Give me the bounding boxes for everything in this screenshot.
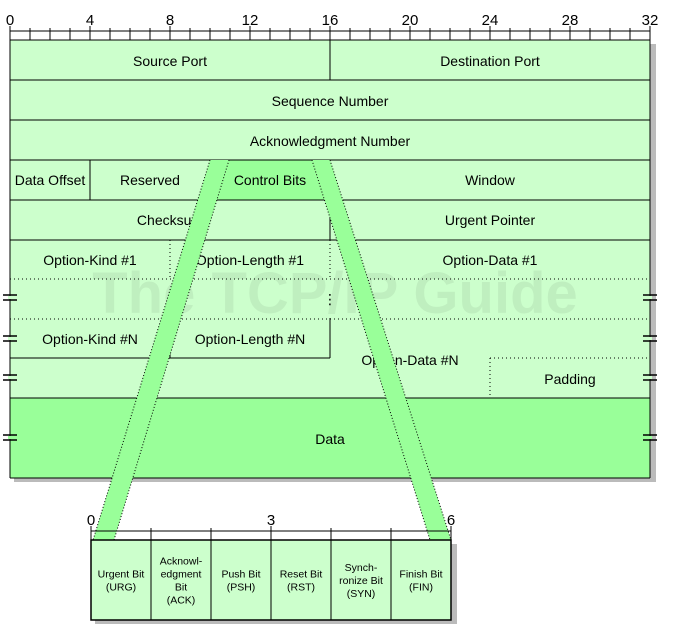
- control-ruler-label: 3: [267, 512, 275, 529]
- option-kind-n-label: Option-Kind #N: [42, 331, 138, 347]
- source-port-label: Source Port: [133, 53, 207, 69]
- control-bit-text: edgment: [161, 569, 202, 581]
- control-bits-highlight: [210, 160, 330, 200]
- control-bit-cell: Synch-ronize Bit(SYN): [339, 562, 383, 600]
- control-bit-cell: Urgent Bit(URG): [98, 569, 145, 594]
- data-offset-label: Data Offset: [15, 172, 86, 188]
- ruler-tick-label: 28: [562, 12, 579, 29]
- control-bit-text: Push Bit: [221, 569, 260, 581]
- acknowledgment-number-label: Acknowledgment Number: [250, 133, 411, 149]
- dotted-lines: [10, 240, 650, 398]
- ruler-tick-label: 16: [322, 12, 339, 29]
- projection-right-band: [312, 160, 451, 540]
- control-bit-cell: Reset Bit(RST): [280, 569, 323, 594]
- control-bit-ruler: 0 3 6: [87, 512, 455, 540]
- control-bit-text: (ACK): [167, 595, 196, 607]
- option-length-n-label: Option-Length #N: [195, 331, 306, 347]
- control-bits-label: Control Bits: [234, 172, 306, 188]
- control-bit-text: (FIN): [409, 582, 433, 594]
- projection-lines: [92, 159, 452, 541]
- control-ruler-label: 6: [447, 512, 455, 529]
- destination-port-label: Destination Port: [440, 53, 540, 69]
- control-bit-text: Synch-: [345, 562, 378, 574]
- control-bit-text: (RST): [287, 582, 315, 594]
- ruler-tick-label: 0: [6, 12, 14, 29]
- ruler-tick-label: 20: [402, 12, 419, 29]
- control-bit-text: (SYN): [347, 588, 376, 600]
- bit-ruler: 0 4 8 12 16 20 24 28 32: [6, 12, 659, 40]
- break-gaps: [8, 296, 652, 379]
- padding-label: Padding: [544, 371, 595, 387]
- control-bit-text: Reset Bit: [280, 569, 323, 581]
- control-bit-cell: Finish Bit(FIN): [399, 569, 442, 594]
- control-bit-text: ronize Bit: [339, 575, 383, 587]
- control-bit-text: Bit: [175, 582, 187, 594]
- ruler-tick-label: 8: [166, 12, 174, 29]
- control-bit-text: (URG): [106, 582, 136, 594]
- option-kind-1-label: Option-Kind #1: [43, 252, 137, 268]
- checksum-label: Checksum: [137, 212, 203, 228]
- ruler-tick-label: 12: [242, 12, 259, 29]
- urgent-pointer-label: Urgent Pointer: [445, 212, 536, 228]
- control-bit-cell: Push Bit(PSH): [221, 569, 260, 594]
- ruler-tick-label: 24: [482, 12, 499, 29]
- vertical-ellipsis: ⋮: [323, 291, 337, 307]
- projection-left-band: [93, 160, 229, 540]
- option-data-1-label: Option-Data #1: [443, 252, 538, 268]
- option-length-1-label: Option-Length #1: [196, 252, 304, 268]
- ruler-tick-label: 32: [642, 12, 659, 29]
- control-bit-text: Urgent Bit: [98, 569, 145, 581]
- sequence-number-label: Sequence Number: [272, 93, 389, 109]
- break-gaps-data: [8, 436, 652, 439]
- window-label: Window: [465, 172, 516, 188]
- ruler-tick-label: 4: [86, 12, 94, 29]
- control-bit-text: Finish Bit: [399, 569, 442, 581]
- control-bit-text: (PSH): [227, 582, 256, 594]
- control-ruler-label: 0: [87, 512, 95, 529]
- break-marks: [3, 294, 657, 441]
- control-bit-text: Acknowl-: [160, 556, 203, 568]
- data-label: Data: [315, 431, 345, 447]
- reserved-label: Reserved: [120, 172, 180, 188]
